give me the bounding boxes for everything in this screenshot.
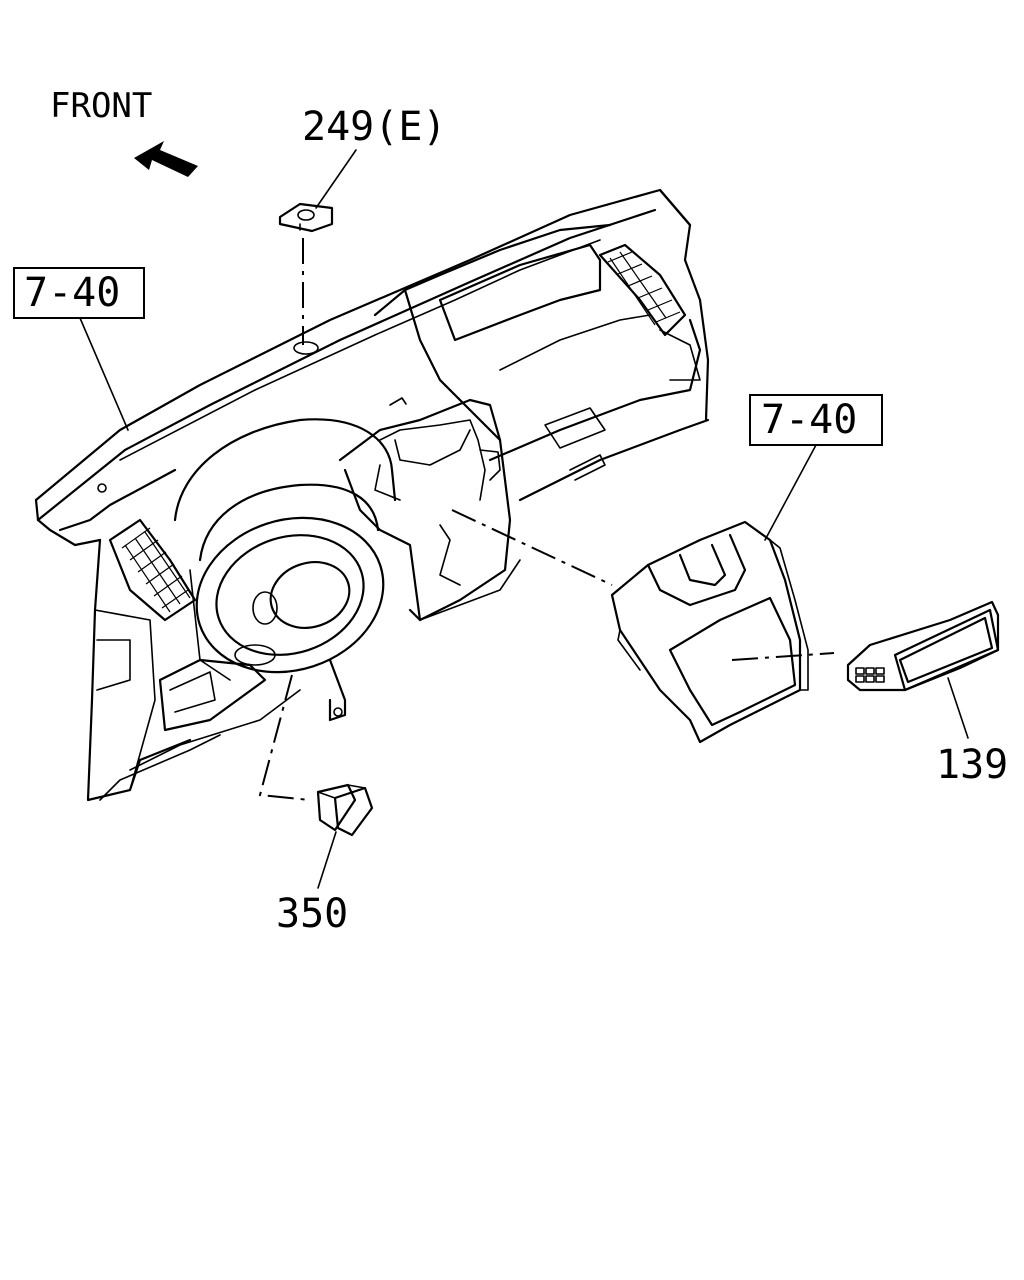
ref-box-left[interactable] xyxy=(13,267,145,319)
ref-label-left: 7-40 xyxy=(24,270,120,316)
part-label-249e[interactable]: 249(E) xyxy=(302,104,447,150)
ref-label-right: 7-40 xyxy=(761,397,857,443)
part-label-139[interactable]: 139 xyxy=(936,742,1008,788)
dash-bezel-unit xyxy=(731,652,835,661)
leader-350 xyxy=(317,831,337,889)
dash-350 xyxy=(258,674,311,801)
front-arrow-icon xyxy=(134,141,198,177)
steering-wheel xyxy=(195,516,385,674)
switch-part-350 xyxy=(316,783,374,837)
instrument-panel xyxy=(34,188,710,802)
center-bezel xyxy=(610,520,809,744)
leader-139 xyxy=(947,677,969,739)
leader-left xyxy=(79,317,129,431)
part-label-350[interactable]: 350 xyxy=(276,891,348,937)
ref-box-right[interactable] xyxy=(749,394,883,446)
audio-unit-139 xyxy=(846,600,1000,692)
front-label: FRONT xyxy=(50,86,152,126)
clip-part-249e xyxy=(278,202,334,233)
mount-hole xyxy=(293,341,319,355)
leader-right xyxy=(764,444,817,541)
leader-249e xyxy=(315,149,357,209)
dash-center-bezel xyxy=(451,509,613,586)
